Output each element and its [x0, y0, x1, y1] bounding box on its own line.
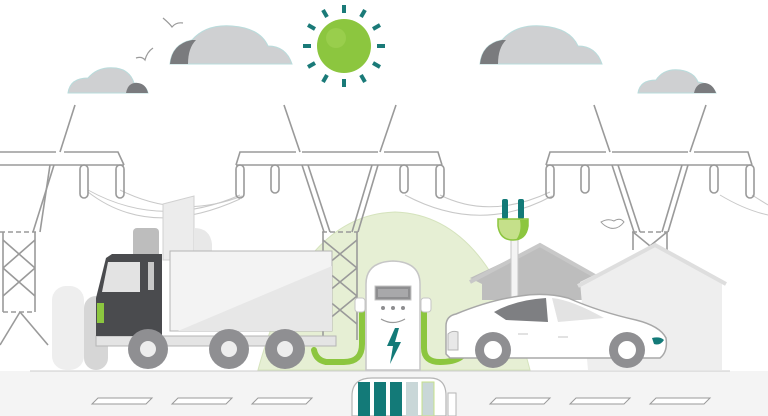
sun-icon [303, 5, 385, 87]
cloud-icon [479, 25, 603, 65]
wheel-icon [475, 332, 511, 368]
pylon-icon [545, 104, 755, 250]
bird-icon [135, 17, 184, 62]
charging-station [354, 260, 432, 371]
house-dark [469, 242, 603, 300]
wheel-icon [128, 329, 168, 369]
pylon-icon [0, 104, 125, 346]
battery-cell-full [374, 382, 386, 416]
cloud-icon [67, 67, 149, 94]
battery-cell-empty [406, 382, 418, 416]
bird-perched-icon [600, 218, 625, 229]
battery-cell-empty [421, 381, 435, 416]
battery-cell-full [390, 382, 402, 416]
plug-icon [497, 199, 529, 307]
truck-icon [95, 250, 337, 369]
wheel-icon [265, 329, 305, 369]
battery-cell-full [358, 382, 370, 416]
cloud-icon [169, 25, 293, 65]
lane-markings [90, 397, 712, 405]
electric-car-icon [445, 293, 668, 368]
wheel-icon [609, 332, 645, 368]
lightning-bolt-icon [387, 328, 401, 364]
wheel-icon [209, 329, 249, 369]
battery-icon [351, 377, 457, 416]
cloud-icon [637, 69, 717, 94]
